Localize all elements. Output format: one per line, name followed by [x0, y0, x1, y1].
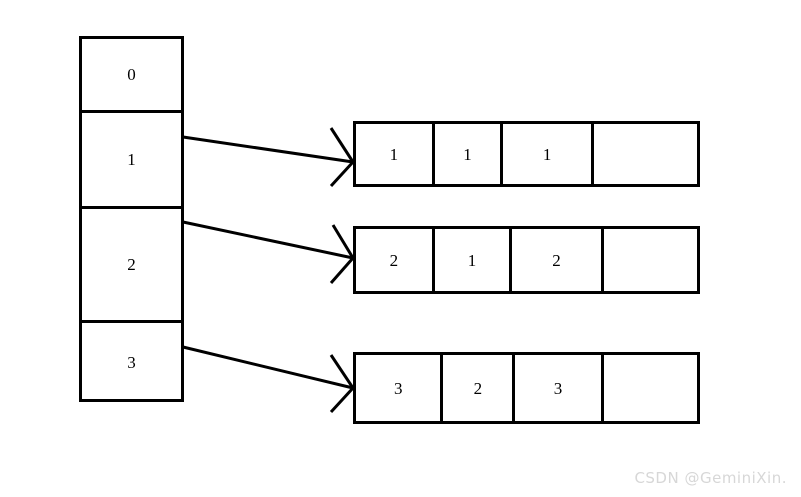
- index-cell-3-label: 3: [127, 353, 136, 372]
- index-cell-3: 3: [82, 320, 181, 402]
- index-cell-2: 2: [82, 206, 181, 320]
- bucket-row-1-cell-1-label: 1: [463, 144, 472, 164]
- bucket-row-3-cell-0-label: 3: [393, 378, 403, 398]
- arrow-index-1-to-row-1: [182, 127, 355, 188]
- bucket-row-1-cell-1: 1: [435, 124, 504, 184]
- bucket-row-2-cell-2: 2: [512, 229, 604, 291]
- bucket-row-2-cell-3: [604, 229, 697, 291]
- bucket-row-2: 2 1 2: [353, 226, 700, 294]
- bucket-row-3-cell-3: [604, 355, 697, 421]
- bucket-row-1: 1 1 1: [353, 121, 700, 187]
- index-cell-2-label: 2: [127, 255, 136, 274]
- arrow-index-2-to-row-2: [182, 220, 355, 284]
- bucket-row-1-cell-0: 1: [356, 124, 435, 184]
- bucket-row-1-cell-0-label: 1: [389, 144, 399, 164]
- bucket-row-1-cell-2: 1: [503, 124, 594, 184]
- bucket-index-column: 0 1 2 3: [79, 36, 184, 402]
- index-cell-0-label: 0: [127, 65, 136, 84]
- bucket-row-2-cell-0: 2: [356, 229, 435, 291]
- index-cell-1-label: 1: [127, 150, 136, 169]
- bucket-row-3-cell-2-label: 3: [553, 378, 563, 398]
- bucket-row-3-cell-1-label: 2: [473, 378, 483, 398]
- bucket-row-2-cell-1: 1: [435, 229, 513, 291]
- bucket-row-3-cell-0: 3: [356, 355, 444, 421]
- bucket-row-2-cell-1-label: 1: [467, 250, 477, 270]
- bucket-row-2-cell-0-label: 2: [389, 250, 399, 270]
- bucket-row-3: 3 2 3: [353, 352, 700, 424]
- bucket-row-1-cell-2-label: 1: [542, 144, 552, 164]
- arrow-index-3-to-row-3: [182, 345, 355, 414]
- bucket-row-3-cell-1: 2: [443, 355, 516, 421]
- bucket-row-1-cell-3: [594, 124, 697, 184]
- index-cell-0: 0: [82, 39, 181, 110]
- bucket-row-2-cell-2-label: 2: [552, 250, 561, 270]
- csdn-watermark: CSDN @GeminiXin.: [634, 469, 787, 487]
- index-cell-1: 1: [82, 110, 181, 206]
- bucket-row-3-cell-2: 3: [515, 355, 604, 421]
